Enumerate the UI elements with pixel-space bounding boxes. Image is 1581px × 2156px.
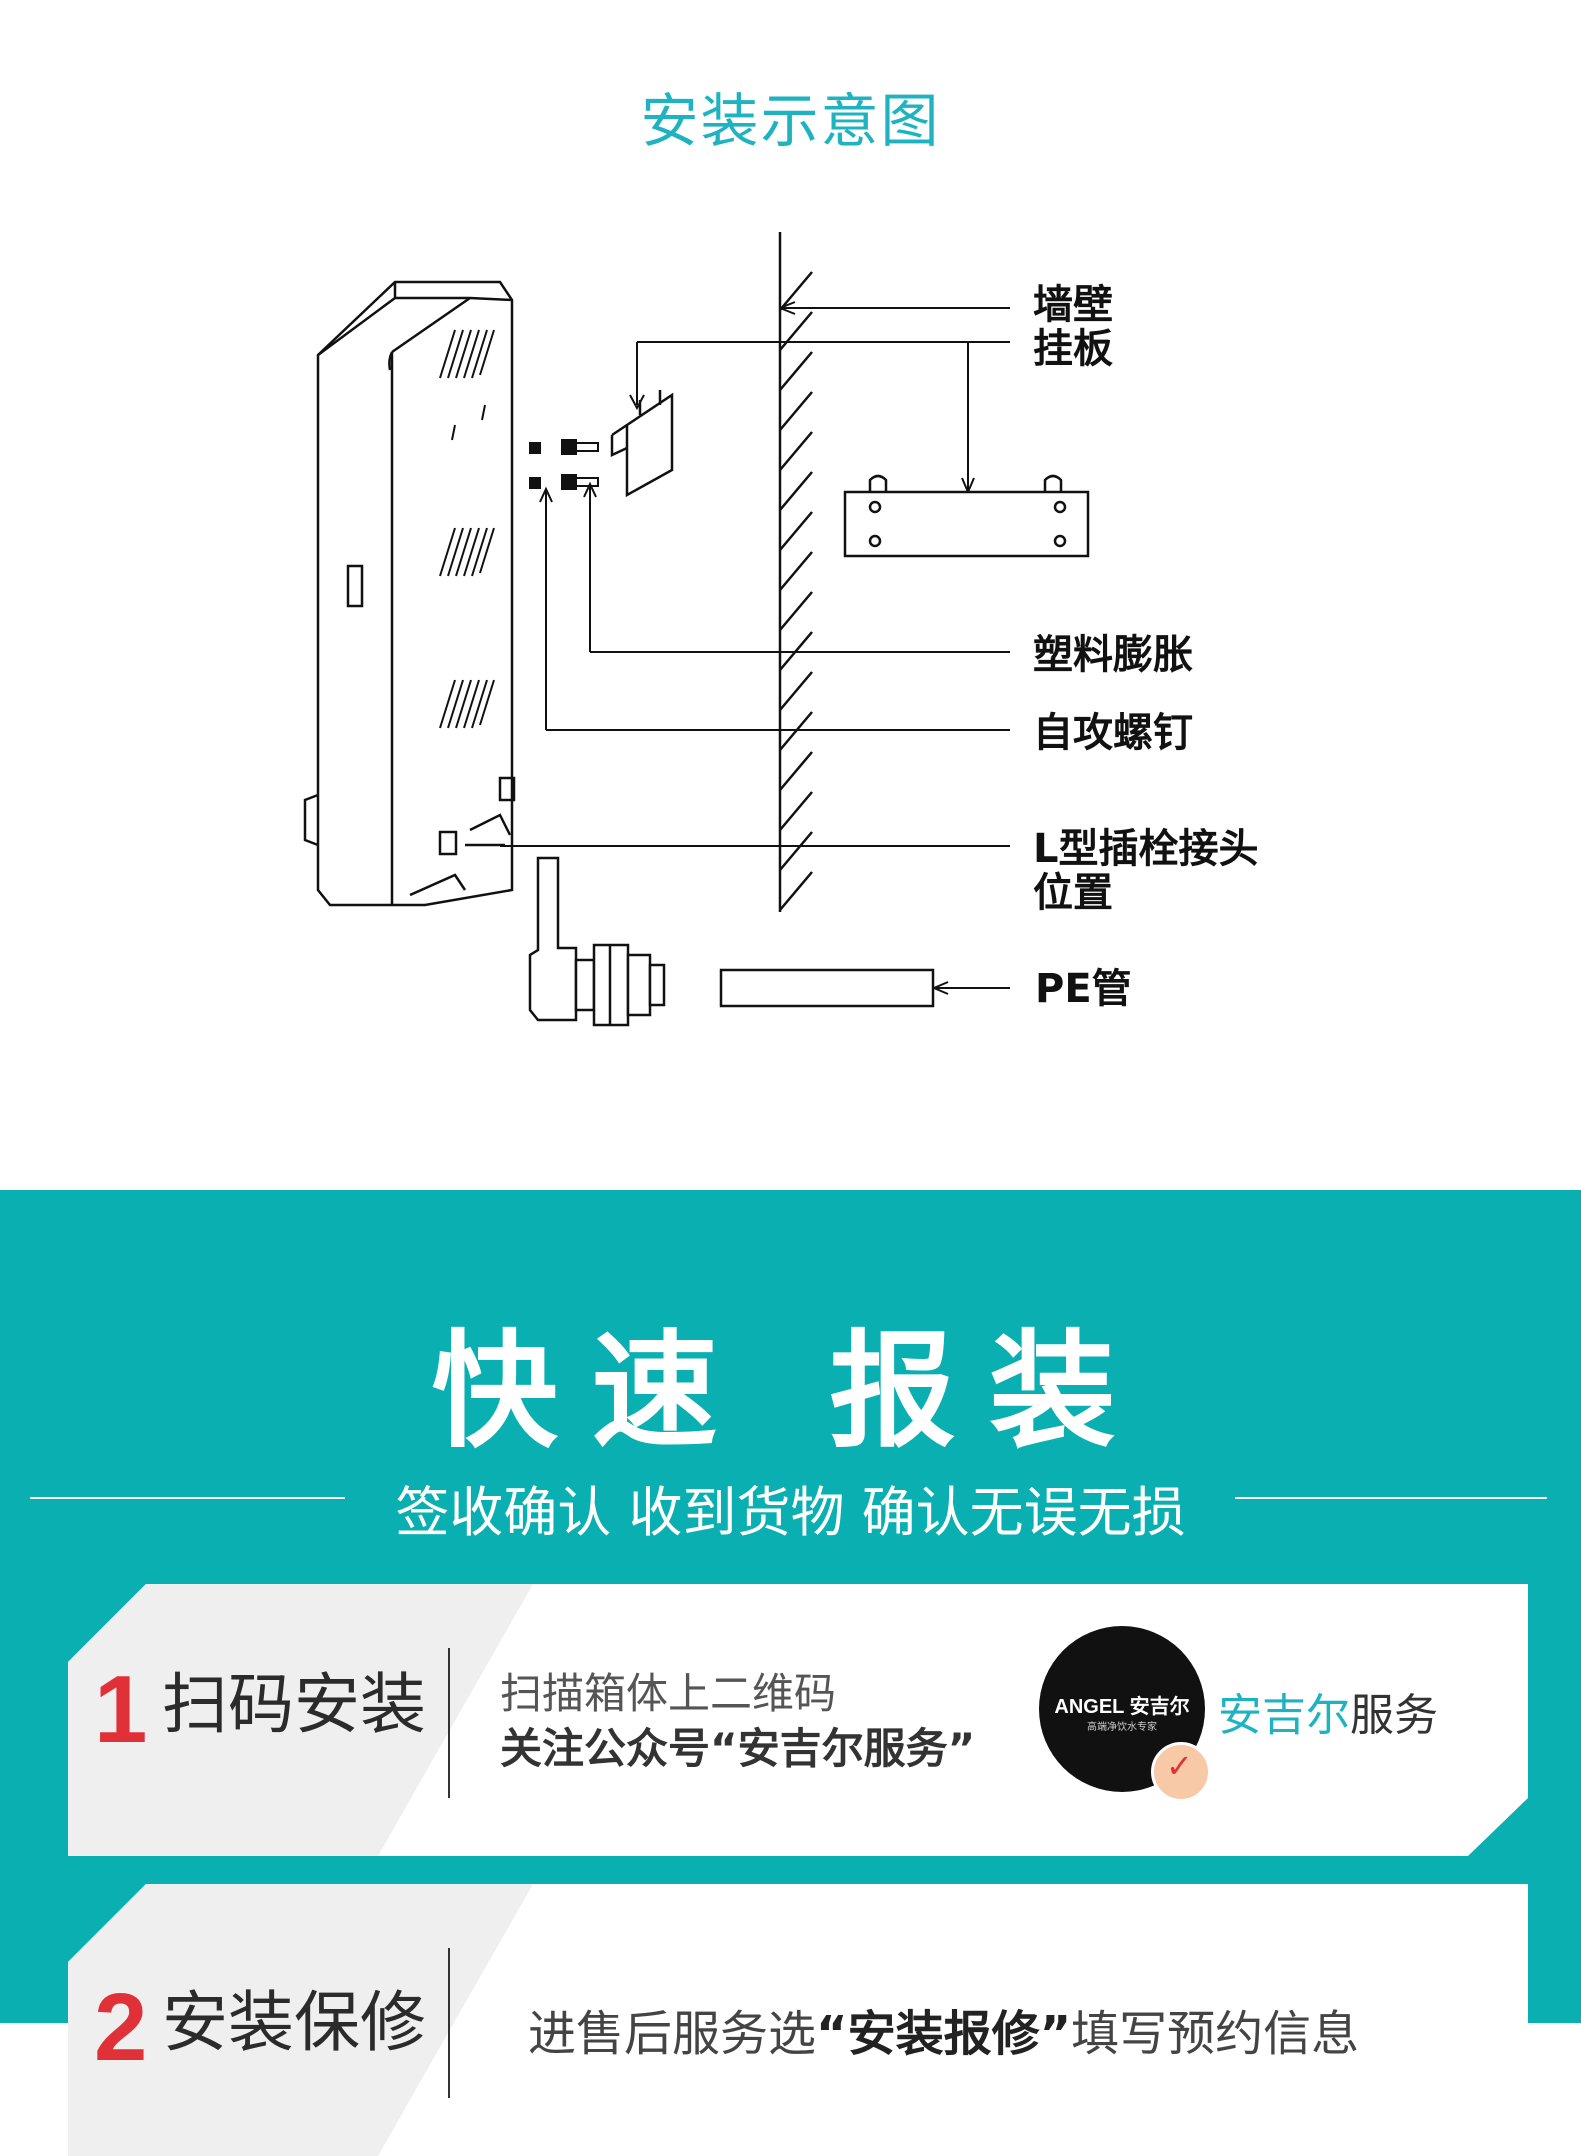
- service-account-name: 安吉尔服务: [1218, 1694, 1438, 1738]
- hanging-plate-drawing: [610, 390, 674, 498]
- step-number: 1: [94, 1656, 148, 1763]
- label-pe-pipe: PE管: [1035, 966, 1132, 1012]
- label-self-tapping-screw: 自攻螺钉: [1033, 710, 1193, 756]
- step-divider: [448, 1948, 450, 2098]
- installation-diagram: 墙壁 挂板 塑料膨胀 自攻螺钉 L型插栓接头 位置 PE管: [303, 232, 1259, 1027]
- label-l-connector-position: 位置: [1033, 870, 1113, 916]
- step-desc-bold: “安装报修”: [816, 2006, 1072, 2062]
- subtitle-divider-left: [30, 1497, 345, 1499]
- step-card-scan[interactable]: 1 扫码安装 扫描箱体上二维码 关注公众号“安吉尔服务” ANGEL 安吉尔 高…: [68, 1584, 1528, 1856]
- purifier-unit-drawing: [303, 280, 516, 907]
- quick-install-title: 快速 报装: [431, 1318, 1150, 1465]
- step-desc: 进售后服务选“安装报修”填写预约信息: [528, 1994, 1359, 2064]
- step-card-repair[interactable]: 2 安装保修 进售后服务选“安装报修”填写预约信息: [68, 1884, 1528, 2156]
- plate-front-view: [843, 474, 1090, 558]
- logo-text: ANGEL 安吉尔: [1054, 1696, 1190, 1718]
- l-connector-drawing: [528, 856, 666, 1027]
- logo-subtext: 高端净饮水专家: [1087, 1722, 1157, 1733]
- service-word: 服务: [1350, 1690, 1438, 1741]
- label-hanging-plate: 挂板: [1033, 326, 1113, 372]
- subtitle-divider-right: [1235, 1497, 1547, 1499]
- step-desc-pre: 进售后服务选: [528, 2006, 817, 2062]
- step-desc-post: 填写预约信息: [1071, 2006, 1360, 2062]
- quick-install-subtitle: 签收确认 收到货物 确认无误无损: [395, 1481, 1186, 1544]
- label-plastic-anchor: 塑料膨胀: [1033, 632, 1193, 678]
- step-label: 扫码安装: [162, 1666, 426, 1743]
- wall-drawing: [778, 232, 813, 912]
- step-desc-line1: 扫描箱体上二维码: [500, 1669, 837, 1718]
- installation-diagram-section: 安装示意图: [303, 87, 1259, 1027]
- step-number: 2: [94, 1974, 148, 2081]
- diagram-title: 安装示意图: [640, 87, 941, 155]
- label-wall: 墙壁: [1033, 282, 1113, 328]
- leader-lines: [500, 301, 1010, 995]
- label-l-connector: L型插栓接头: [1033, 826, 1259, 872]
- step-label: 安装保修: [162, 1984, 426, 2061]
- pe-pipe-drawing: [719, 968, 935, 1008]
- screws-drawing: [529, 439, 599, 490]
- check-icon: ✓: [1151, 1742, 1211, 1802]
- step-divider: [448, 1648, 450, 1798]
- service-brand: 安吉尔: [1218, 1690, 1350, 1741]
- step-desc-line2: 关注公众号“安吉尔服务”: [500, 1724, 976, 1773]
- quick-install-section: 快速 报装 签收确认 收到货物 确认无误无损 1 扫码安装 扫描箱体上二维码 关…: [0, 1190, 1581, 2023]
